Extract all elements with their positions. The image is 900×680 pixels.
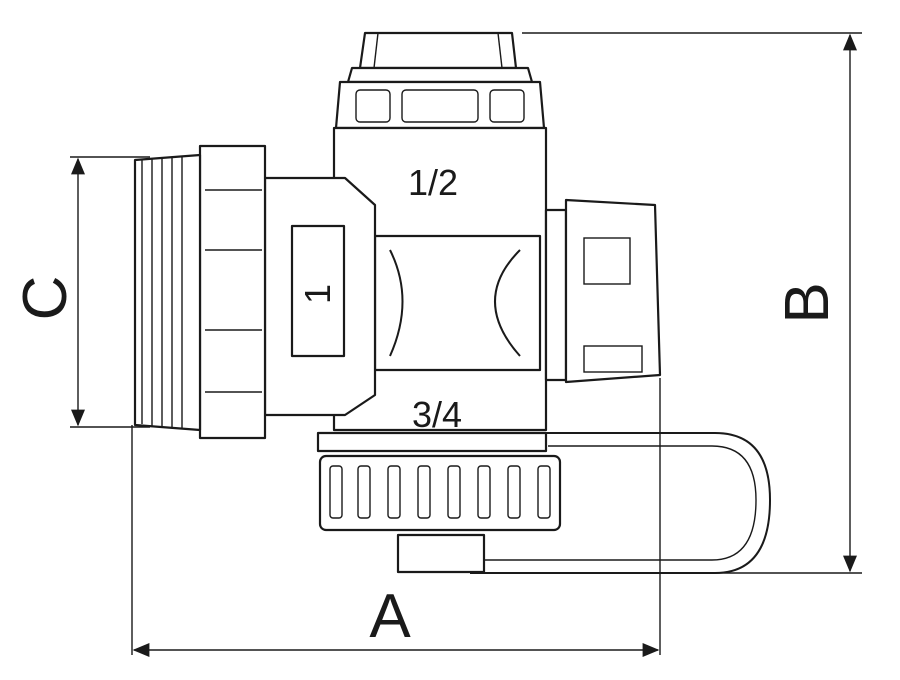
drain-handle-loop: [470, 432, 772, 574]
bottom-port-marking: 3/4: [412, 394, 462, 435]
inlet-thread-grooves: [141, 156, 183, 429]
dimension-a-label: A: [369, 582, 411, 651]
top-cap: [346, 31, 534, 84]
drain-collar: [316, 431, 548, 453]
inlet-threaded-connector: [133, 144, 377, 440]
outlet-cap: [544, 198, 662, 384]
dimension-c: C: [11, 156, 150, 428]
top-hex-nut: [334, 80, 546, 130]
knurl-ridges: [329, 465, 551, 519]
dimension-b-label: B: [773, 282, 842, 323]
dimension-a: A: [131, 378, 661, 657]
inlet-marking: 1: [297, 284, 338, 304]
dimension-c-label: C: [11, 276, 80, 321]
top-port-marking: 1/2: [408, 162, 458, 203]
valve-body: [332, 126, 548, 432]
knurled-drain-nut: [318, 454, 562, 574]
dimension-b: B: [482, 32, 862, 574]
